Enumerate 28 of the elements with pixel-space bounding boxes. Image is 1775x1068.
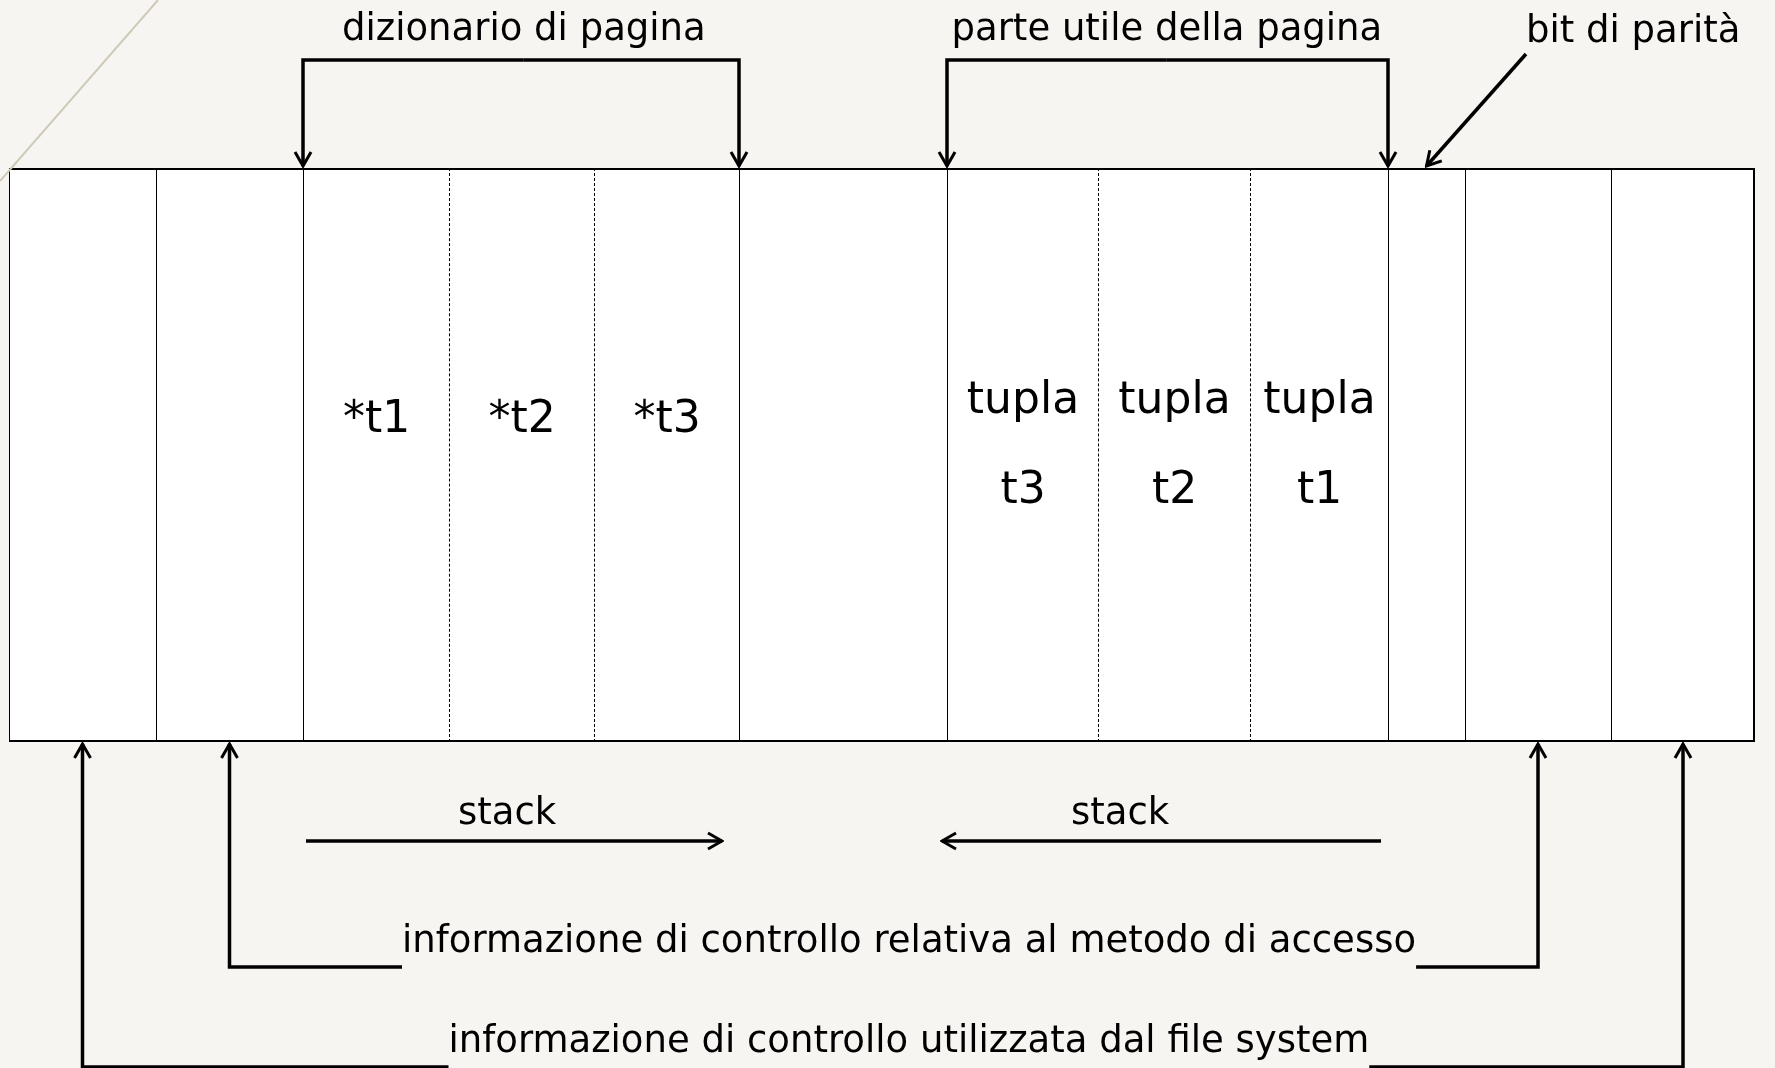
stack-label: stack (458, 790, 557, 834)
arrow (1416, 742, 1548, 969)
arrow (73, 742, 449, 1068)
arrow (1166, 58, 1398, 168)
page-slot: tupla t1 (1250, 168, 1388, 742)
empty-page-slot (739, 168, 947, 742)
leader-arrow (1425, 52, 1528, 168)
page-slot: tupla t2 (1098, 168, 1250, 742)
arrow (293, 58, 524, 168)
stack-label: stack (1071, 790, 1170, 834)
callout-label: parte utile della pagina (951, 6, 1383, 50)
empty-page-slot (1388, 168, 1465, 742)
callout-label: informazione di controllo utilizzata dal file system (448, 1018, 1370, 1062)
empty-page-slot (156, 168, 303, 742)
arrow (523, 58, 749, 168)
page-slot: *t2 (449, 168, 594, 742)
arrow (220, 742, 402, 969)
page-slot: tupla t3 (947, 168, 1098, 742)
arrow (937, 58, 1167, 168)
empty-page-slot (1465, 168, 1611, 742)
callout-label: informazione di controllo relativa al metodo di accesso (402, 918, 1417, 962)
page-slot: *t1 (303, 168, 449, 742)
callout-label: bit di parità (1526, 8, 1741, 52)
arrow (1369, 742, 1693, 1068)
empty-page-slot (1611, 168, 1755, 742)
page-slot: *t3 (594, 168, 739, 742)
empty-page-slot (9, 168, 156, 742)
callout-label: dizionario di pagina (342, 6, 706, 50)
